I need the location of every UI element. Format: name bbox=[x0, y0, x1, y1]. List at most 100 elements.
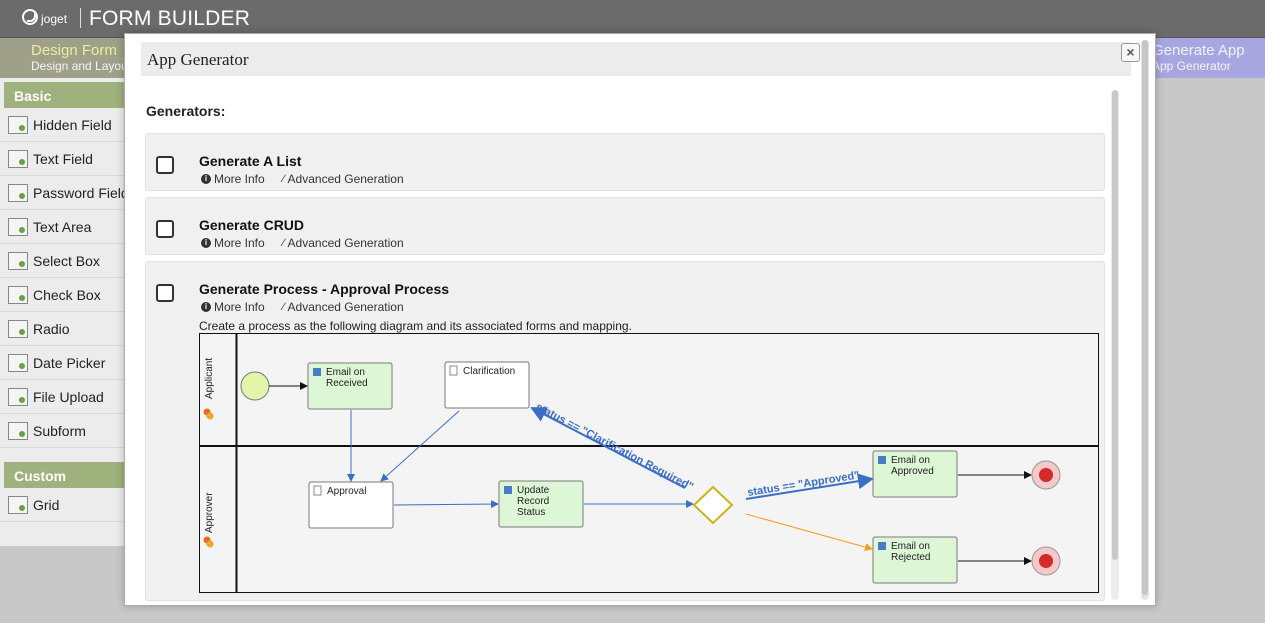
palette-item-label: Text Area bbox=[33, 218, 92, 235]
process-diagram: Applicant Approver Email on Received bbox=[199, 333, 1099, 593]
palette-item-label: File Upload bbox=[33, 388, 104, 405]
node-label: Email on bbox=[891, 455, 930, 466]
advanced-generation-label: Advanced Generation bbox=[287, 300, 404, 314]
generators-heading: Generators: bbox=[146, 103, 226, 119]
node-approval: Approval bbox=[308, 481, 394, 529]
form-icon bbox=[449, 365, 458, 376]
palette-item-label: Date Picker bbox=[33, 354, 106, 371]
lane-approver: Approver bbox=[203, 492, 215, 548]
end-event-rejected bbox=[1031, 546, 1061, 576]
palette-item-grid[interactable]: Grid bbox=[0, 488, 139, 522]
tool-icon bbox=[878, 456, 886, 464]
text-field-icon bbox=[8, 149, 28, 168]
info-icon: i bbox=[201, 302, 211, 312]
palette-custom-header: Custom bbox=[4, 462, 135, 488]
form-icon bbox=[313, 485, 322, 496]
node-update-record-status: Update Record Status bbox=[498, 480, 584, 528]
generator-checkbox[interactable] bbox=[156, 220, 174, 238]
flow-gateway-to-clarification bbox=[530, 407, 686, 489]
palette-item-hidden-field[interactable]: Hidden Field bbox=[0, 108, 139, 142]
advanced-generation-link[interactable]: ⁄Advanced Generation bbox=[283, 172, 404, 186]
node-label: Record bbox=[517, 496, 549, 507]
content-scrollbar-thumb[interactable] bbox=[1112, 90, 1118, 560]
close-button[interactable]: × bbox=[1121, 43, 1140, 62]
password-field-icon bbox=[8, 183, 28, 202]
generator-checkbox[interactable] bbox=[156, 156, 174, 174]
palette-item-select-box[interactable]: Select Box bbox=[0, 244, 139, 278]
dialog-title: App Generator bbox=[141, 42, 1131, 76]
node-email-rejected: Email on Rejected bbox=[872, 536, 958, 584]
dialog-scrollbar[interactable] bbox=[1141, 40, 1149, 600]
more-info-label: More Info bbox=[214, 300, 265, 314]
file-upload-icon bbox=[8, 387, 28, 406]
node-label: Clarification bbox=[463, 366, 515, 377]
grid-icon bbox=[8, 495, 28, 514]
generator-checkbox[interactable] bbox=[156, 284, 174, 302]
palette-item-label: Subform bbox=[33, 422, 86, 439]
palette-item-radio[interactable]: Radio bbox=[0, 312, 139, 346]
advanced-generation-label: Advanced Generation bbox=[287, 236, 404, 250]
tool-icon bbox=[504, 486, 512, 494]
palette-item-check-box[interactable]: Check Box bbox=[0, 278, 139, 312]
more-info-label: More Info bbox=[214, 236, 265, 250]
info-icon: i bbox=[201, 174, 211, 184]
tool-icon bbox=[878, 542, 886, 550]
dialog-scrollbar-thumb[interactable] bbox=[1142, 40, 1148, 595]
header-divider bbox=[80, 8, 81, 28]
lane-participant-icon bbox=[206, 540, 214, 548]
step-design-form[interactable]: Design Form Design and Layout bbox=[0, 38, 140, 78]
node-label: Received bbox=[326, 378, 368, 389]
logo-text: joget bbox=[41, 12, 68, 26]
magic-wand-icon: ⁄ bbox=[282, 301, 285, 313]
palette-item-label: Text Field bbox=[33, 150, 93, 167]
magic-wand-icon: ⁄ bbox=[282, 237, 285, 249]
node-label: Update bbox=[517, 485, 550, 496]
advanced-generation-link[interactable]: ⁄Advanced Generation bbox=[283, 236, 404, 250]
palette-item-file-upload[interactable]: File Upload bbox=[0, 380, 139, 414]
element-palette: Basic Hidden Field Text Field Password F… bbox=[0, 78, 140, 546]
generator-title: Generate Process - Approval Process bbox=[199, 281, 450, 297]
node-label: Rejected bbox=[891, 552, 930, 563]
node-email-approved: Email on Approved bbox=[872, 450, 958, 498]
magic-wand-icon: ⁄ bbox=[282, 173, 285, 185]
palette-item-subform[interactable]: Subform bbox=[0, 414, 139, 448]
palette-item-text-area[interactable]: Text Area bbox=[0, 210, 139, 244]
node-label: Approval bbox=[327, 486, 366, 497]
radio-icon bbox=[8, 319, 28, 338]
joget-logo[interactable]: joget bbox=[22, 7, 67, 26]
step-generate-app[interactable]: Generate App App Generator bbox=[1140, 38, 1265, 78]
text-area-icon bbox=[8, 217, 28, 236]
info-icon: i bbox=[201, 238, 211, 248]
node-label: Email on bbox=[891, 541, 930, 552]
palette-item-password-field[interactable]: Password Field bbox=[0, 176, 139, 210]
step-design-form-title: Design Form bbox=[31, 42, 117, 59]
palette-item-label: Radio bbox=[33, 320, 70, 337]
content-scrollbar[interactable] bbox=[1111, 90, 1119, 600]
generator-title: Generate CRUD bbox=[199, 217, 305, 233]
node-label: Approved bbox=[891, 466, 934, 477]
step-design-form-subtitle: Design and Layout bbox=[31, 59, 132, 73]
palette-item-label: Grid bbox=[33, 496, 60, 513]
step-generate-app-title: Generate App bbox=[1152, 42, 1245, 59]
palette-item-label: Hidden Field bbox=[33, 116, 112, 133]
app-title: FORM BUILDER bbox=[89, 7, 251, 30]
joget-logo-icon bbox=[22, 8, 38, 25]
generator-title: Generate A List bbox=[199, 153, 302, 169]
palette-item-text-field[interactable]: Text Field bbox=[0, 142, 139, 176]
palette-item-date-picker[interactable]: Date Picker bbox=[0, 346, 139, 380]
node-clarification: Clarification bbox=[444, 361, 530, 409]
lane-label-approver: Approver bbox=[204, 492, 215, 533]
flow-clarification-to-approval bbox=[380, 410, 460, 482]
gateway bbox=[692, 485, 734, 525]
palette-item-label: Select Box bbox=[33, 252, 100, 269]
node-email-received: Email on Received bbox=[307, 362, 393, 410]
advanced-generation-link[interactable]: ⁄Advanced Generation bbox=[283, 300, 404, 314]
step-generate-app-subtitle: App Generator bbox=[1152, 59, 1231, 73]
